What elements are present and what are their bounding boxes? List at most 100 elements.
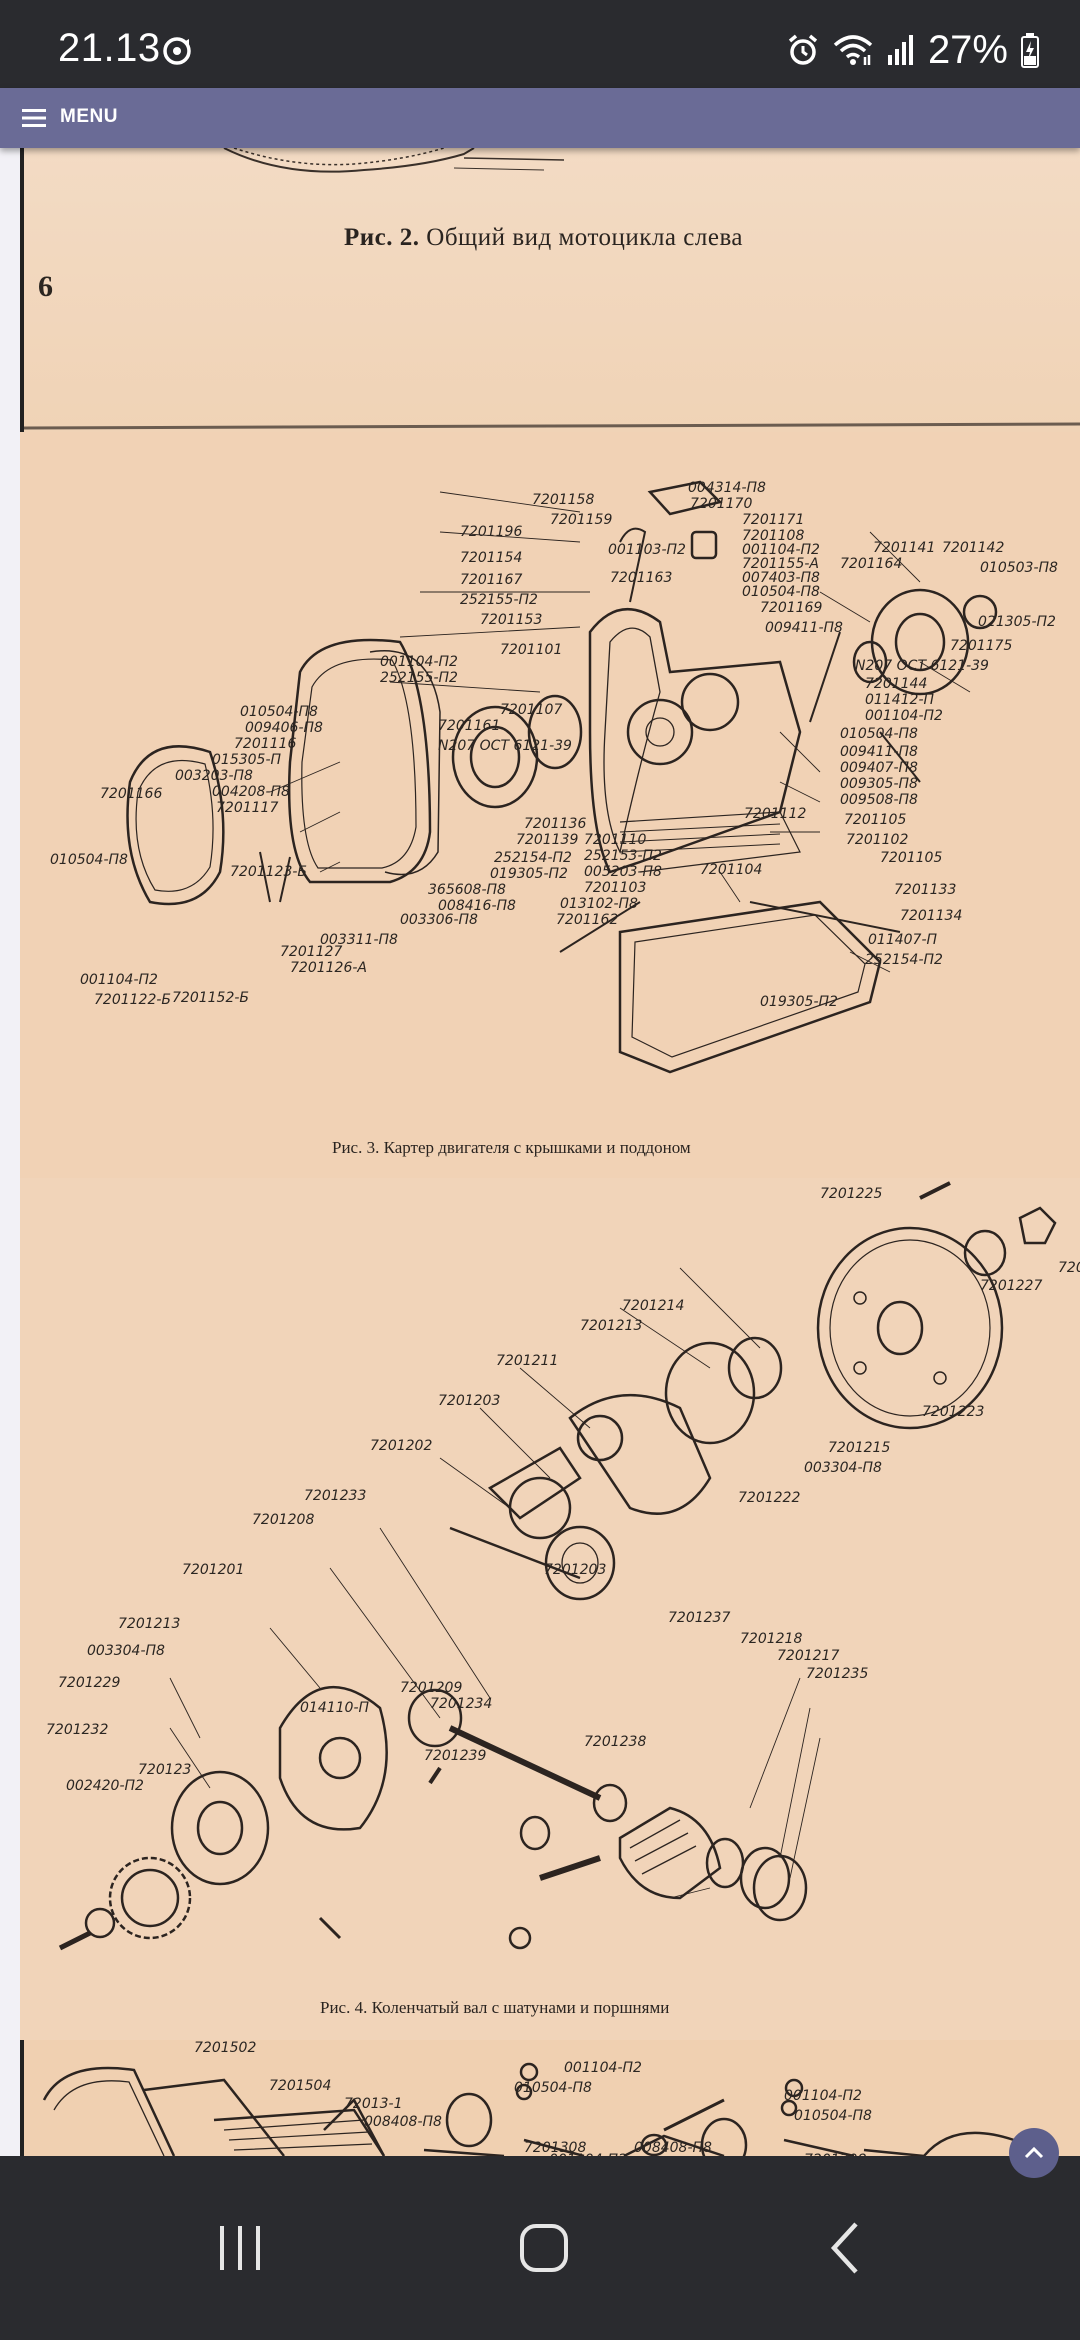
part-number-label: 003304-П8 <box>87 1643 165 1659</box>
cylinder-exploded-drawing <box>42 2062 1026 2156</box>
part-number-label: 7201144 <box>865 676 928 692</box>
scroll-to-top-button[interactable] <box>1009 2128 1059 2178</box>
part-number-label: 021305-П2 <box>978 614 1056 630</box>
part-number-label: 010504-П8 <box>742 584 820 600</box>
page-number: 6 <box>38 270 53 303</box>
part-number-label: 7201102 <box>846 832 909 848</box>
part-number-label: 7201214 <box>622 1298 685 1314</box>
part-number-label: 7201155-А <box>742 556 819 572</box>
part-number-label: 7201215 <box>828 1440 891 1456</box>
part-number-label: 015305-П <box>212 752 282 768</box>
part-number-label: 720123 <box>138 1762 192 1778</box>
part-number-label: 7201105 <box>880 850 943 866</box>
part-number-label: 7201213 <box>580 1318 643 1334</box>
part-number-label: 7201166 <box>100 786 163 802</box>
part-number-label: 7201229 <box>58 1675 121 1691</box>
navigation-bar <box>0 2156 1080 2340</box>
part-number-label: 252155-П2 <box>380 670 458 686</box>
part-number-label: 7201202 <box>370 1438 433 1454</box>
part-number-label: 7201308 <box>804 2152 866 2156</box>
part-number-label: 019305-П2 <box>760 994 838 1010</box>
part-number-label: 7201238 <box>584 1734 647 1750</box>
part-number-label: 009411-П8 <box>840 744 918 760</box>
part-number-label: N207 ОСТ 6121-39 <box>855 658 989 674</box>
part-number-label: 009508-П8 <box>840 792 918 808</box>
part-number-label: 7201112 <box>744 806 807 822</box>
part-number-label: 7201153 <box>480 612 543 628</box>
part-number-label: 7201502 <box>194 2040 257 2056</box>
part-number-label: 7201237 <box>668 1610 731 1626</box>
part-number-label: 7201203 <box>544 1562 607 1578</box>
part-number-label: 7201504 <box>269 2078 332 2094</box>
part-number-label: 72013-1 <box>344 2096 403 2112</box>
part-number-label: 252155-П2 <box>460 592 538 608</box>
menu-label[interactable]: MENU <box>60 106 118 127</box>
part-number-label: 7201142 <box>942 540 1005 556</box>
part-number-label: 7201217 <box>777 1648 840 1664</box>
part-number-label: 007403-П8 <box>742 570 820 586</box>
part-number-label: 7201108 <box>742 528 805 544</box>
home-icon[interactable] <box>512 2216 576 2280</box>
part-number-label: 011407-П <box>868 932 938 948</box>
part-number-label: 7201234 <box>430 1696 493 1712</box>
part-number-label: 7201308 <box>524 2140 587 2156</box>
part-number-label: 7201203 <box>438 1393 501 1409</box>
part-number-label: 010504-П8 <box>50 852 128 868</box>
wifi-icon <box>833 35 873 65</box>
part-number-label: 7201227 <box>980 1278 1043 1294</box>
part-number-label: 001104-П2 <box>865 708 943 724</box>
part-number-label: 7201127 <box>280 944 343 960</box>
part-number-label: 7201171 <box>742 512 805 528</box>
part-number-label: 003304-П8 <box>804 1460 882 1476</box>
alarm-icon <box>788 34 818 65</box>
part-number-label: 005203-П8 <box>584 864 662 880</box>
part-number-label: 252153-П2 <box>584 848 662 864</box>
part-number-label: N207 ОСТ 6121-39 <box>438 738 572 754</box>
part-number-label: 7201222 <box>738 1490 801 1506</box>
part-number-label: 001104-П2 <box>784 2088 862 2104</box>
part-number-label: 001103-П2 <box>608 542 686 558</box>
part-number-label: 7201163 <box>610 570 673 586</box>
part-number-label: 7201152-Б <box>172 990 250 1006</box>
part-number-label: 003311-П8 <box>320 932 398 948</box>
part-number-label: 7201134 <box>900 908 963 924</box>
part-number-label: 7201104 <box>700 862 763 878</box>
back-icon[interactable] <box>816 2216 880 2280</box>
part-number-label: 252154-П2 <box>494 850 572 866</box>
part-number-label: 001104-П2 <box>564 2060 642 2076</box>
part-number-label: 7201161 <box>438 718 501 734</box>
crankshaft-exploded-drawing <box>58 1181 1057 1951</box>
part-number-label: 7201175 <box>950 638 1013 654</box>
hamburger-icon[interactable] <box>22 108 46 128</box>
sync-icon <box>163 37 191 65</box>
part-number-label: 004208-П8 <box>212 784 290 800</box>
scanned-page-1: Рис. 2. Общий вид мотоцикла слева 6 <box>20 148 1080 432</box>
figure-3-caption: Рис. 3. Картер двигателя с крышками и по… <box>332 1138 691 1157</box>
motorcycle-drawing-fragment <box>24 148 1080 430</box>
part-number-label: 011412-П <box>865 692 935 708</box>
document-viewer[interactable]: Рис. 2. Общий вид мотоцикла слева 6 <box>0 148 1080 2156</box>
part-number-label: 7201117 <box>216 800 279 816</box>
part-number-label: 7201170 <box>690 496 753 512</box>
part-number-label: 7201141 <box>873 540 936 556</box>
recent-apps-icon[interactable] <box>208 2216 272 2280</box>
part-number-label: 009305-П8 <box>840 776 918 792</box>
part-number-label: 004314-П8 <box>688 480 766 496</box>
part-number-label: 001104-П2 <box>380 654 458 670</box>
crankcase-exploded-drawing <box>126 480 998 1074</box>
part-number-label: 7201136 <box>524 816 587 832</box>
part-number-label: 7201201 <box>182 1562 245 1578</box>
part-number-label: 7201133 <box>894 882 957 898</box>
part-number-label: 7201208 <box>252 1512 315 1528</box>
part-number-label: 7201116 <box>234 736 297 752</box>
part-number-label: 002420-П2 <box>66 1778 144 1794</box>
part-number-label: 7201122-Б <box>94 992 172 1008</box>
part-number-label: 7201154 <box>460 550 523 566</box>
menu-bar[interactable]: MENU <box>0 88 1080 148</box>
status-time: 21.13 <box>58 26 161 70</box>
part-number-label: 7201107 <box>500 702 563 718</box>
part-number-label: 014110-П <box>300 1700 370 1716</box>
part-number-label: 003306-П8 <box>400 912 478 928</box>
part-number-label: 009407-П8 <box>840 760 918 776</box>
